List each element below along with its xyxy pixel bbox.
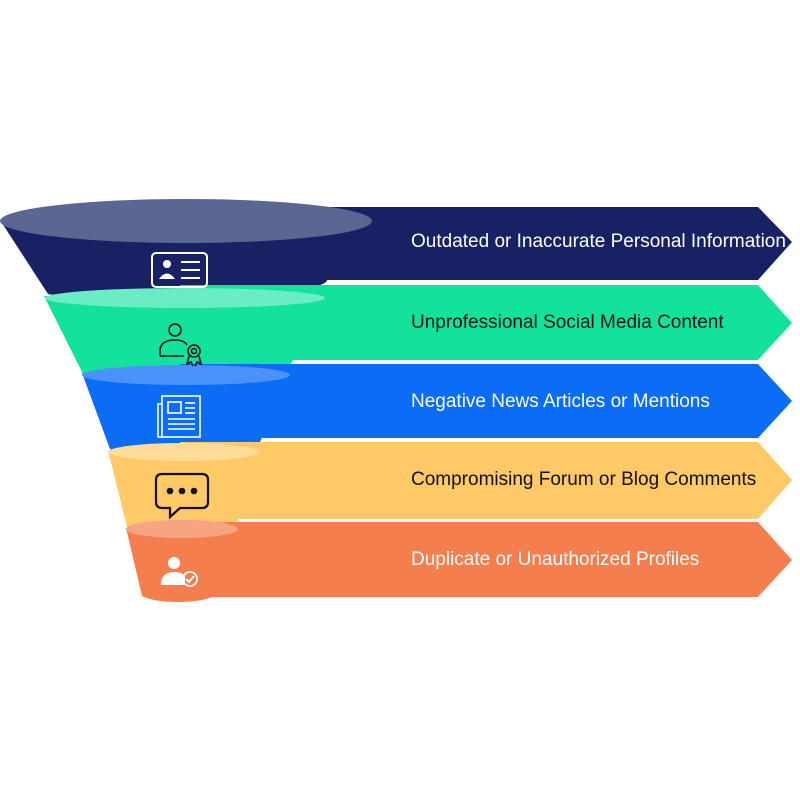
funnel-stage-5 [126, 520, 792, 602]
stage-5-top-ellipse [126, 520, 238, 538]
chat-bubble-icon [154, 472, 210, 520]
stage-2-top-ellipse [45, 288, 325, 308]
stage-5-label: Duplicate or Unauthorized Profiles [411, 549, 700, 570]
funnel-stage-2 [44, 285, 792, 382]
stage-3-top-ellipse [82, 365, 290, 385]
stage-5-segment [126, 528, 238, 602]
id-card-icon [151, 252, 208, 288]
user-award-icon [159, 323, 203, 367]
stage-5-arrow [180, 522, 792, 597]
stage-1-label: Outdated or Inaccurate Personal Informat… [411, 231, 786, 252]
stage-4-top-ellipse [108, 443, 260, 461]
stage-3-arrow [180, 364, 792, 438]
stage-4-label: Compromising Forum or Blog Comments [411, 469, 757, 490]
user-check-icon [161, 557, 198, 587]
stage-2-segment [44, 296, 326, 382]
funnel-stage-1 [0, 199, 792, 298]
stage-3-label: Negative News Articles or Mentions [411, 391, 710, 412]
funnel-stage-3 [82, 364, 792, 455]
stage-2-label: Unprofessional Social Media Content [411, 312, 724, 333]
newspaper-icon [157, 395, 201, 438]
stage-4-arrow [180, 442, 792, 519]
stage-1-top-ellipse [0, 199, 372, 243]
stage-2-arrow [180, 285, 792, 360]
